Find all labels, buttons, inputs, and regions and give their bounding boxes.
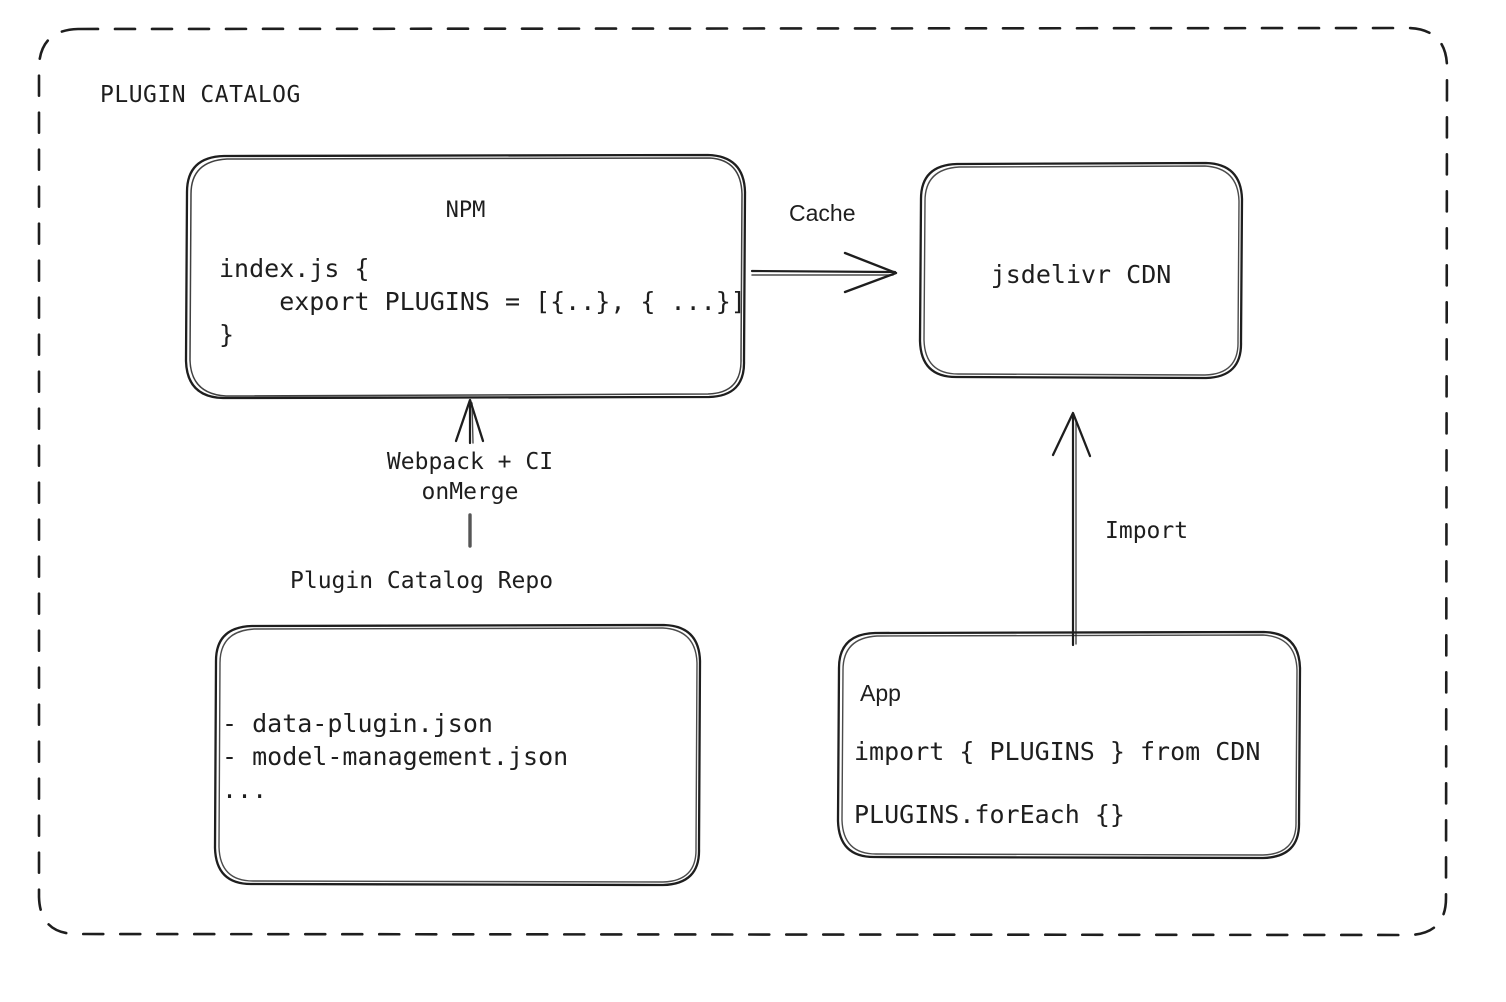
npm-node-title: NPM [445, 198, 486, 223]
repo-node-code: - data-plugin.json - model-management.js… [222, 709, 569, 804]
cdn-node-title: jsdelivr CDN [990, 260, 1172, 289]
app-node-import-line: import { PLUGINS } from CDN [854, 737, 1261, 766]
import-arrow [1051, 411, 1092, 647]
build-edge-label: Webpack + CI onMerge [386, 449, 554, 506]
npm-node-code: index.js { export PLUGINS = [{..}, { ...… [219, 254, 746, 349]
cache-arrow [750, 251, 898, 294]
app-node-title: App [860, 680, 901, 706]
app-node-foreach-line: PLUGINS.forEach {} [854, 800, 1125, 829]
repo-node-label: Plugin Catalog Repo [290, 568, 554, 594]
cache-edge-label: Cache [789, 200, 856, 226]
import-edge-label: Import [1105, 518, 1189, 544]
container-title: PLUGIN CATALOG [100, 82, 301, 108]
